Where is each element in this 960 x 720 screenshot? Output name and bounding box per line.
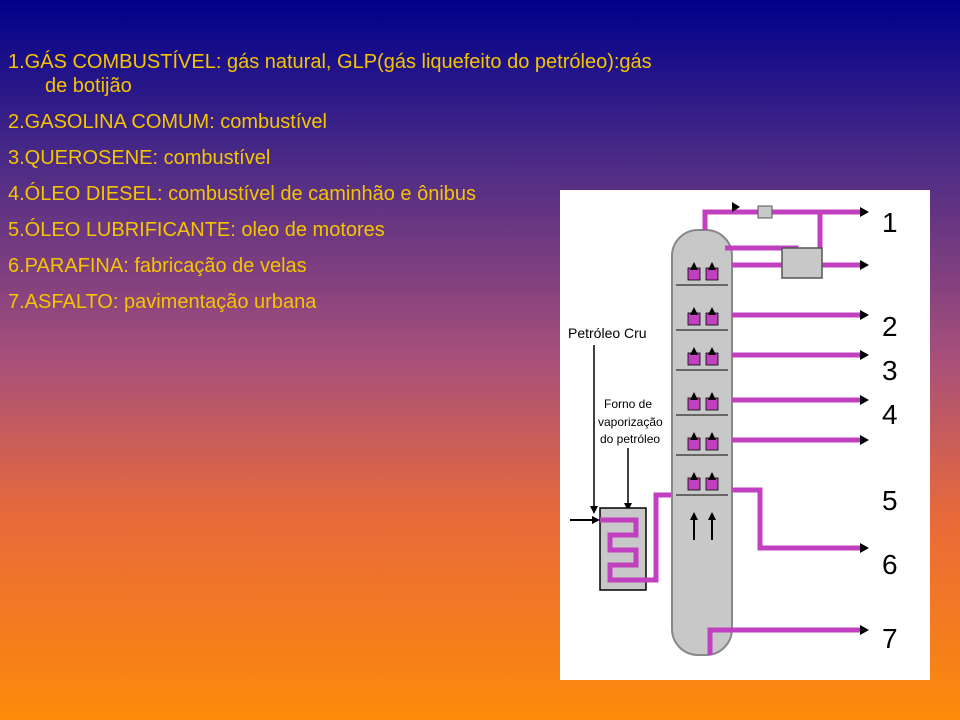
inlet-arrowhead <box>592 516 600 524</box>
output-label-6: 6 <box>882 549 898 580</box>
furnace-arrowhead <box>624 503 632 511</box>
outlet-arrowheads <box>732 202 869 635</box>
crude-oil-arrowhead <box>590 506 598 514</box>
vapor-stems <box>693 520 713 540</box>
product-item-1: 1.GÁS COMBUSTÍVEL: gás natural, GLP(gás … <box>8 50 888 98</box>
column-trays <box>676 284 728 496</box>
furnace-label-line2: vaporização <box>598 415 663 429</box>
output-label-1: 1 <box>882 207 898 238</box>
product-item-6: 6.PARAFINA: fabricação de velas <box>8 255 307 277</box>
furnace-coil <box>600 517 646 583</box>
output-label-5: 5 <box>882 485 898 516</box>
vapor-arrows <box>690 262 716 520</box>
output-label-3: 3 <box>882 355 898 386</box>
product-item-1-continuation: de botijão <box>45 75 132 97</box>
condenser <box>757 205 773 219</box>
product-item-1-text: 1.GÁS COMBUSTÍVEL: gás natural, GLP(gás … <box>8 51 652 73</box>
output-label-4: 4 <box>882 399 898 430</box>
product-item-5: 5.ÓLEO LUBRIFICANTE: oleo de motores <box>8 219 385 241</box>
reflux-drum <box>781 247 823 279</box>
distillation-column <box>671 229 733 656</box>
product-item-3: 3.QUEROSENE: combustível <box>8 147 271 169</box>
distillation-diagram: Petróleo Cru Forno de vaporização do pet… <box>560 190 930 680</box>
output-label-2: 2 <box>882 311 898 342</box>
product-list: 1.GÁS COMBUSTÍVEL: gás natural, GLP(gás … <box>8 50 888 326</box>
furnace-label-line1: Forno de <box>604 397 652 411</box>
product-item-7: 7.ASFALTO: pavimentação urbana <box>8 291 317 313</box>
output-pipes <box>702 209 865 655</box>
product-item-2: 2.GASOLINA COMUM: combustível <box>8 111 327 133</box>
diagram-background <box>560 190 930 680</box>
furnace-label-line3: do petróleo <box>600 432 660 446</box>
crude-oil-label: Petróleo Cru <box>568 325 647 341</box>
product-item-4: 4.ÓLEO DIESEL: combustível de caminhão e… <box>8 183 477 205</box>
furnace-to-column-pipe <box>646 492 680 583</box>
bubble-caps <box>687 267 719 491</box>
output-label-7: 7 <box>882 623 898 654</box>
